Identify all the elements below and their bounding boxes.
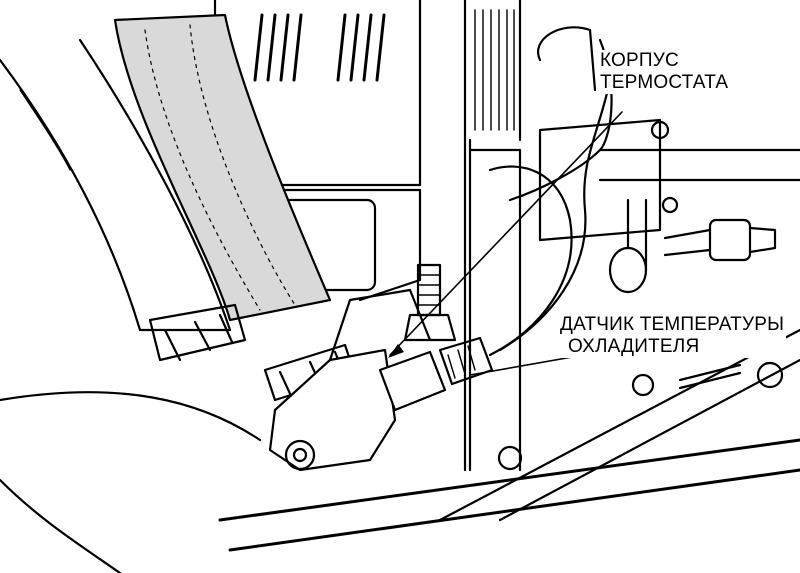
lower-hose [0,38,262,442]
thermostat-housing-label-line1: КОРПУС [600,50,679,71]
frame-rail [0,328,800,573]
radiator-hose [113,13,332,322]
coolant-temp-sensor-label-line1: ДАТЧИК ТЕМПЕРАТУРЫ [560,314,785,335]
coolant-temp-sensor-leader [469,355,579,376]
thermostat-housing-leader [389,111,623,356]
coolant-temp-sensor [378,336,494,412]
coolant-temp-sensor-label: ДАТЧИК ТЕМПЕРАТУРЫ ОХЛАДИТЕЛЯ [558,314,787,358]
ribbed-panel [463,0,522,472]
leader-arrowhead [388,344,404,358]
coolant-temp-sensor-label-line2: ОХЛАДИТЕЛЯ [568,336,700,357]
mounting-stud [403,263,457,342]
wiring-harness [488,26,613,357]
coolant-pipe [538,118,800,294]
thermostat-housing-label: КОРПУС ТЕРМОСТАТА [598,50,731,94]
thermostat-housing-label-line2: ТЕРМОСТАТА [600,72,729,93]
